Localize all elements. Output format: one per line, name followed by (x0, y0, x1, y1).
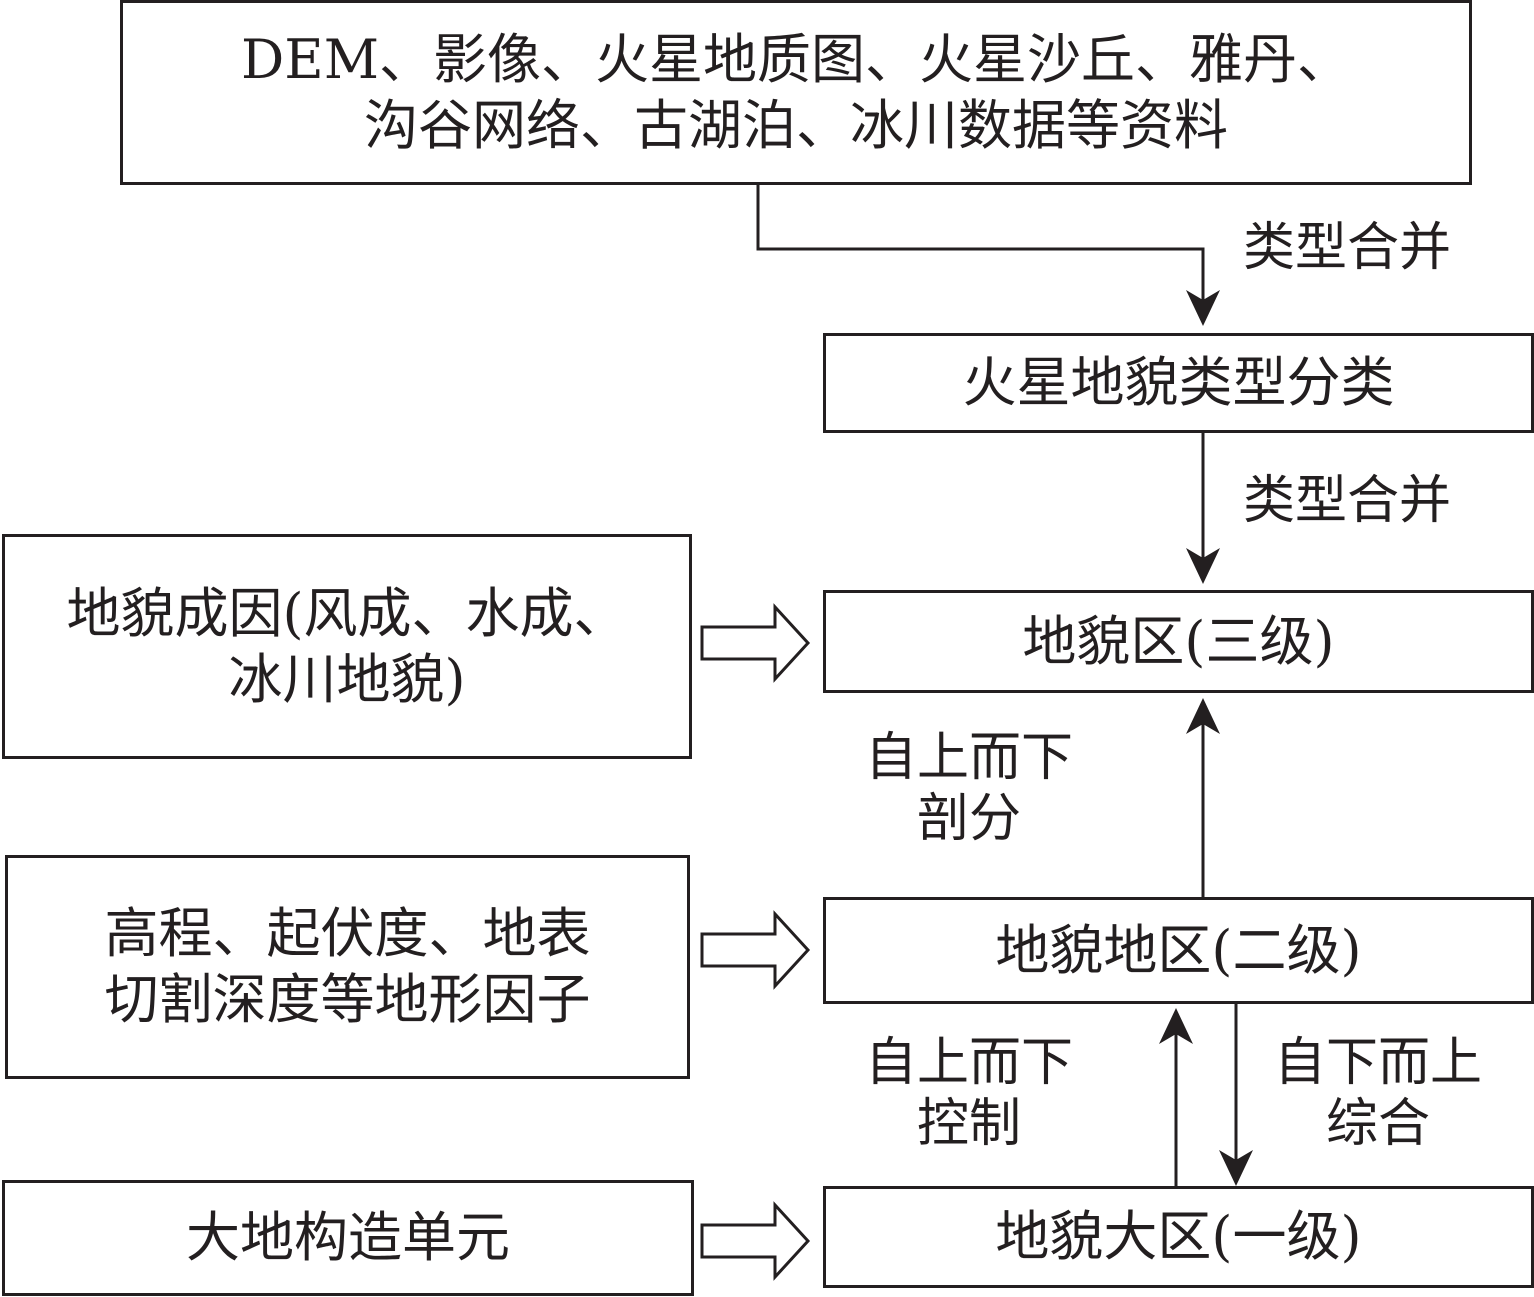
label-type-merge-top: 类型合并 (1243, 218, 1452, 278)
label-type-merge-middle: 类型合并 (1243, 471, 1452, 531)
box-level2-landform-district: 地貌地区(二级) (823, 897, 1534, 1004)
arrow-sources-to-classification (756, 183, 1205, 320)
block-arrow-genesis (700, 603, 811, 683)
block-arrow-tectonic (700, 1201, 811, 1281)
box-mars-landform-classification: 火星地貌类型分类 (823, 333, 1534, 433)
box-data-sources: DEM、影像、火星地质图、火星沙丘、雅丹、 沟谷网络、古湖泊、冰川数据等资料 (120, 0, 1472, 185)
box-landform-genesis: 地貌成因(风成、水成、 冰川地貌) (2, 534, 692, 759)
label-topdown-control: 自上而下 控制 (865, 1033, 1074, 1155)
box-level1-landform-major-region: 地貌大区(一级) (823, 1186, 1534, 1288)
box-terrain-factors: 高程、起伏度、地表 切割深度等地形因子 (5, 855, 690, 1079)
arrowhead-classification-to-level3 (1186, 548, 1220, 584)
arrowhead-sources-to-classification (1186, 290, 1220, 326)
box-level3-landform-region: 地貌区(三级) (823, 590, 1534, 693)
label-bottomup-synthesis: 自下而上 综合 (1274, 1033, 1483, 1155)
arrowhead-level2-to-level1 (1219, 1150, 1253, 1186)
box-tectonic-unit: 大地构造单元 (2, 1180, 694, 1296)
arrowhead-level2-to-level3 (1186, 698, 1220, 734)
label-topdown-division: 自上而下 剖分 (865, 728, 1074, 850)
arrowhead-level1-to-level2 (1159, 1008, 1193, 1044)
block-arrow-terrain-factors (700, 910, 811, 990)
